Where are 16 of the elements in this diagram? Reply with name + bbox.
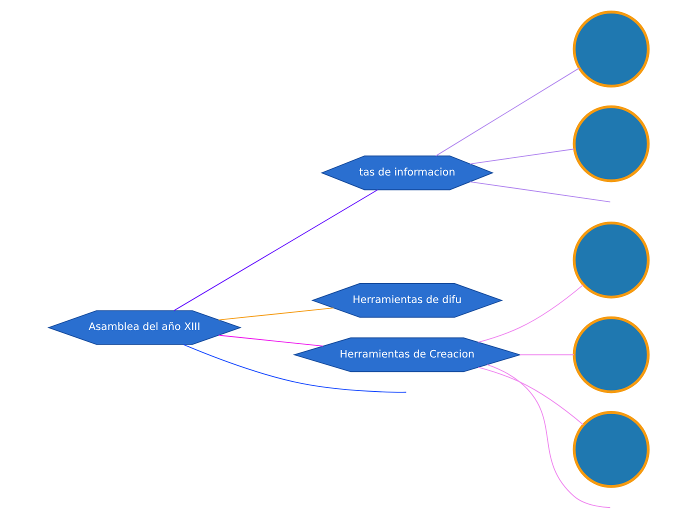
connector xyxy=(477,284,584,343)
node-circle xyxy=(572,316,650,394)
connector xyxy=(434,68,580,156)
connector xyxy=(486,364,610,508)
node-circle xyxy=(572,222,650,298)
connector xyxy=(518,354,574,356)
node-circle xyxy=(572,411,650,488)
connector xyxy=(477,366,584,426)
node-circle xyxy=(572,105,650,182)
connector xyxy=(469,181,610,202)
connector xyxy=(173,189,378,312)
connector xyxy=(218,334,323,347)
node-circle xyxy=(572,10,650,88)
connector xyxy=(218,308,334,320)
connector xyxy=(182,344,406,393)
connector xyxy=(469,148,574,164)
